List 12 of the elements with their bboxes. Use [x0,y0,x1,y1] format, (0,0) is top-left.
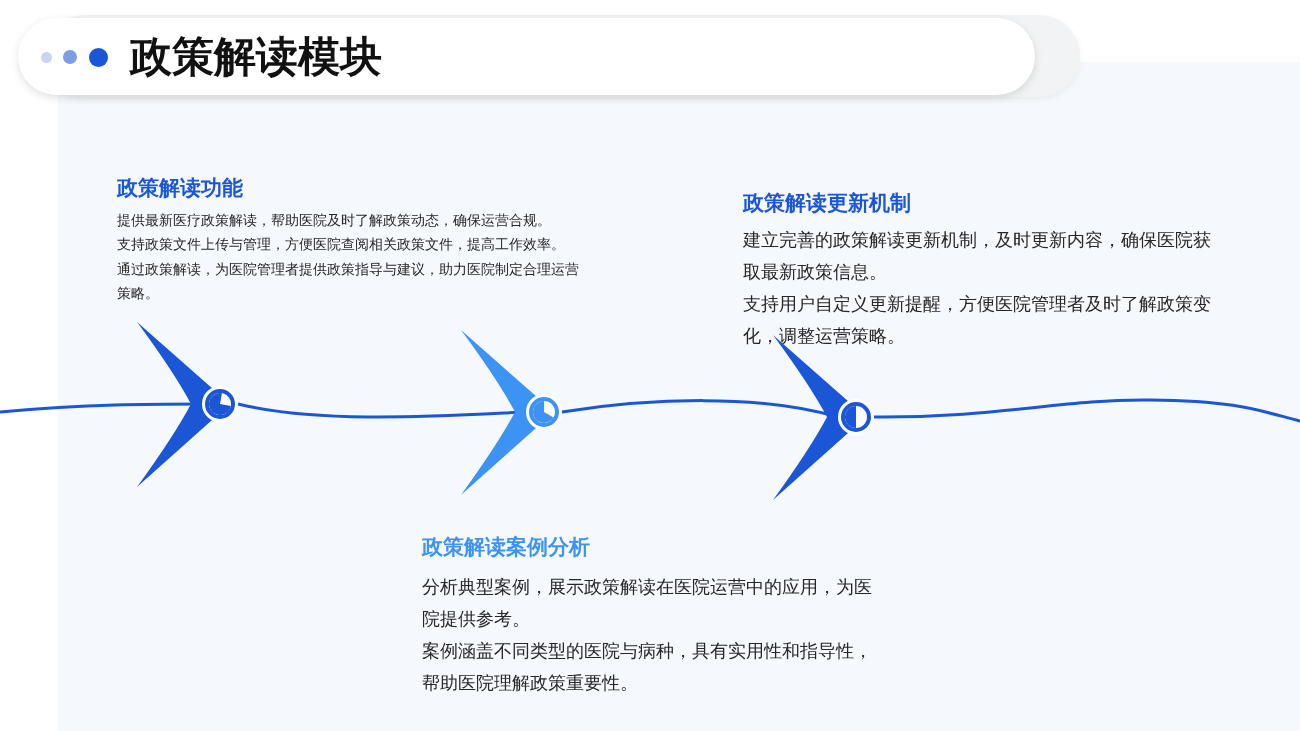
description-text: 分析典型案例，展示政策解读在医院运营中的应用，为医院提供参考。 [422,575,873,631]
section-heading: 政策解读案例分析 [422,533,590,561]
description-text: 案例涵盖不同类型的医院与病种，具有实用性和指导性，帮助医院理解政策重要性。 [422,639,873,695]
description-text: 支持用户自定义更新提醒，方便医院管理者及时了解政策变化，调整运营策略。 [743,293,1212,348]
connector-line [874,398,1300,423]
description-text: 支持政策文件上传与管理，方便医院查阅相关政策文件，提高工作效率。 [117,235,565,254]
description-text: 提供最新医疗政策解读，帮助医院及时了解政策动态，确保运营合规。 [117,210,551,230]
description-text: 建立完善的政策解读更新机制，及时更新内容，确保医院获取最新政策信息。 [743,229,1212,284]
slide-title: 政策解读模块 [130,31,382,83]
section-heading: 政策解读功能 [117,174,243,202]
section-heading: 政策解读更新机制 [743,189,911,217]
description-text: 通过政策解读，为医院管理者提供政策指导与建议，助力医院制定合理运营策略。 [117,259,580,303]
